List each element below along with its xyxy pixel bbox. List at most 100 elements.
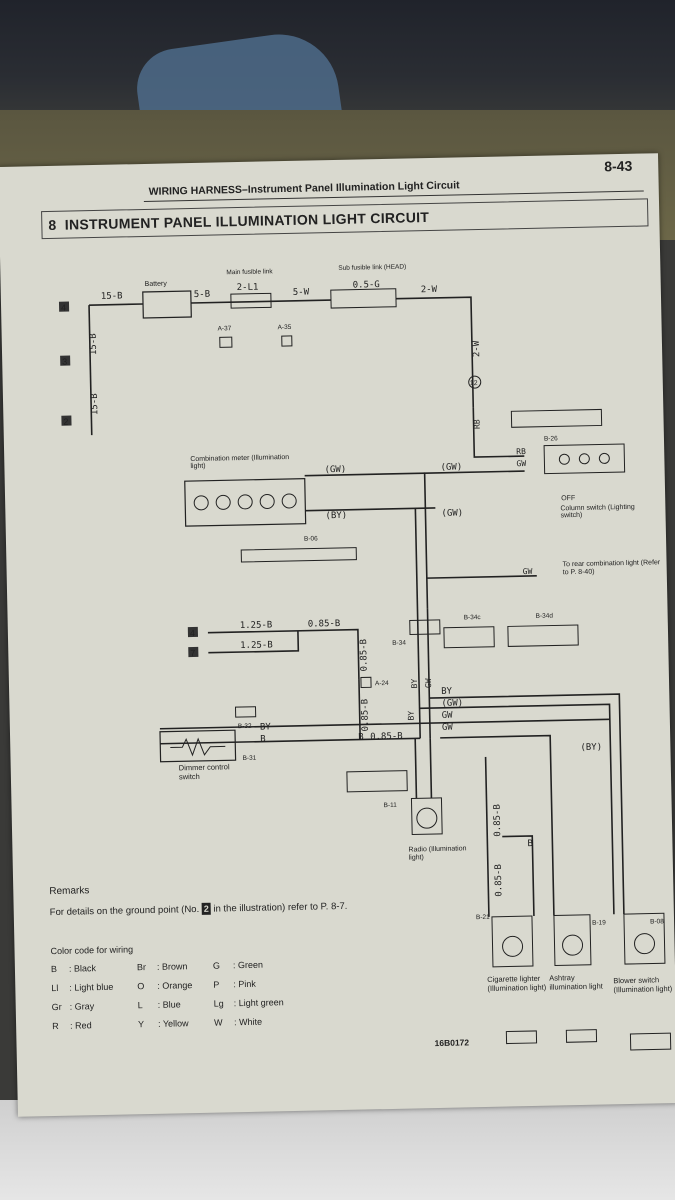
wire-label-05g: 0.5-G	[353, 280, 380, 291]
dimmer-label: Dimmer control switch	[178, 762, 230, 782]
wire-label-b-mid: B	[358, 732, 364, 742]
wire-label-5w: 5-W	[293, 288, 310, 298]
ground-4-top: 4	[61, 303, 66, 313]
connector-b11: B-11	[384, 802, 398, 809]
cc-cell: : Yellow	[157, 1018, 189, 1029]
wire-label-085b-bottom2: 0.85-B	[494, 864, 505, 897]
reference-code: 16B0172	[434, 1037, 470, 1049]
wire-label-125b-b: 1.25-B	[240, 640, 273, 651]
wire-label-by-v2: BY	[407, 711, 416, 721]
wire-label-15b-v2: 15-B	[90, 393, 100, 415]
connector-b31: B-31	[242, 755, 256, 762]
wire-label-gw-right2: (GW)	[441, 508, 463, 518]
column-switch-label: Column switch (Lighting switch)	[560, 503, 635, 520]
connector-a35: A-35	[277, 324, 291, 331]
cc-cell: : Green	[232, 959, 264, 971]
remarks-badge: 2	[201, 902, 211, 915]
wire-label-by-b34: BY	[410, 678, 419, 688]
wire-label-by-right: (BY)	[580, 742, 602, 752]
wire-label-by-meter: (BY)	[325, 511, 347, 521]
wire-label-gw-meter: (GW)	[324, 465, 346, 475]
wire-label-by-c: BY	[441, 687, 453, 697]
wire-label-2l1: 2-L1	[237, 283, 259, 293]
cc-cell: : Light green	[233, 997, 284, 1009]
main-fusible-label: Main fusible link	[226, 268, 273, 276]
cc-cell: : Blue	[157, 999, 181, 1010]
battery-label: Battery	[145, 280, 168, 287]
cc-cell: : Light blue	[69, 981, 114, 993]
circle-12: 12	[470, 380, 478, 387]
blower-label: Blower switch (Illumination light)	[613, 975, 673, 995]
wire-label-085b-bottom: 0.85-B	[493, 804, 504, 837]
wire-label-gw-right: (GW)	[440, 462, 462, 472]
manual-page: 8-43 WIRING HARNESS–Instrument Panel Ill…	[0, 153, 675, 1117]
wire-label-085b-a: 0.85-B	[308, 619, 341, 630]
wire-label-085b-v2: 0.85-B	[360, 699, 371, 732]
cc-cell: : White	[233, 1016, 263, 1028]
column-switch-off: OFF	[561, 495, 575, 502]
connector-b34d: B-34d	[536, 612, 554, 619]
connector-a37: A-37	[217, 325, 231, 332]
cc-cell: : Brown	[156, 961, 188, 972]
radio-label: Radio (Illumination light)	[408, 845, 467, 862]
wire-label-5b: 5-B	[194, 290, 210, 300]
connector-b21: B-21	[476, 914, 490, 921]
ground-badges: 4 3 2 4 7	[58, 301, 199, 658]
wire-label-gw-c2: GW	[442, 711, 454, 721]
sub-fusible-label: Sub fusible link (HEAD)	[338, 263, 406, 271]
background-bottom	[0, 1100, 675, 1200]
connector-b06: B-06	[304, 535, 318, 542]
cc-cell: P	[213, 979, 220, 990]
cc-cell: : Gray	[69, 1001, 95, 1012]
ground-3: 3	[62, 357, 67, 367]
cc-cell: W	[213, 1017, 223, 1028]
cc-cell: : Black	[68, 963, 97, 974]
cc-cell: Ll	[51, 982, 59, 994]
cc-cell: Y	[138, 1019, 145, 1030]
wire-label-085b-h: 0.85-B	[370, 732, 403, 743]
cc-cell: O	[137, 981, 145, 992]
cc-cell: : Pink	[233, 978, 256, 990]
cc-cell: G	[212, 960, 221, 971]
remarks-text-before: For details on the ground point (No.	[49, 903, 200, 919]
cc-cell: : Orange	[157, 980, 193, 991]
cc-cell: : Red	[70, 1020, 92, 1031]
ground-2: 2	[63, 417, 68, 427]
connector-b34: B-34	[392, 640, 406, 647]
wire-label-rb-v: RB	[473, 419, 482, 429]
color-code-grid: B : Black Br : Brown G : Green Ll : Light blue…	[51, 959, 314, 1031]
connector-a24: A-24	[375, 680, 389, 687]
wire-label-gw-b26: GW	[516, 459, 526, 468]
cigarette-label: Cigarette lighter (Illumination light)	[487, 973, 547, 993]
ashtray-label: Ashtray illumination light	[549, 973, 603, 992]
wire-label-gw-rear: GW	[523, 567, 533, 576]
connector-b32: B-32	[238, 723, 252, 730]
wire-label-gw-c1: (GW)	[441, 698, 463, 708]
wire-label-gw-c3: GW	[442, 723, 454, 733]
wire-label-b-dimmer: B	[260, 735, 266, 745]
cc-cell: B	[50, 963, 58, 975]
wire-label-rb: RB	[516, 447, 526, 456]
connector-b34c: B-34c	[464, 614, 482, 621]
wire-label-gw-b34: GW	[424, 678, 433, 688]
wire-label-15b-v1: 15-B	[89, 333, 99, 355]
combination-meter-label: Combination meter (Illumination light)	[190, 453, 290, 471]
wire-label-15b-top: 15-B	[101, 291, 123, 301]
cc-cell: Br	[136, 962, 147, 973]
wire-label-2w: 2-W	[421, 285, 438, 295]
connector-b26: B-26	[544, 435, 558, 442]
ground-4-mid: 4	[190, 628, 195, 638]
ground-7: 7	[190, 648, 195, 658]
wire-label-085b-v: 0.85-B	[359, 639, 370, 672]
cc-cell: R	[52, 1020, 59, 1032]
cc-cell: Lg	[213, 998, 224, 1009]
wiring-diagram: Battery Main fusible link Sub fusible li…	[58, 263, 673, 1051]
wire-label-125b-a: 1.25-B	[240, 620, 273, 631]
wire-label-b-bottom: B	[527, 839, 533, 849]
wire-label-2w-v: 2-W	[472, 340, 482, 357]
cc-cell: Gr	[51, 1001, 62, 1013]
wire-label-by-dimmer: BY	[260, 722, 272, 732]
connector-b08: B-08	[650, 918, 664, 925]
rear-combination-label: To rear combination light (Refer to P. 8…	[562, 559, 661, 577]
